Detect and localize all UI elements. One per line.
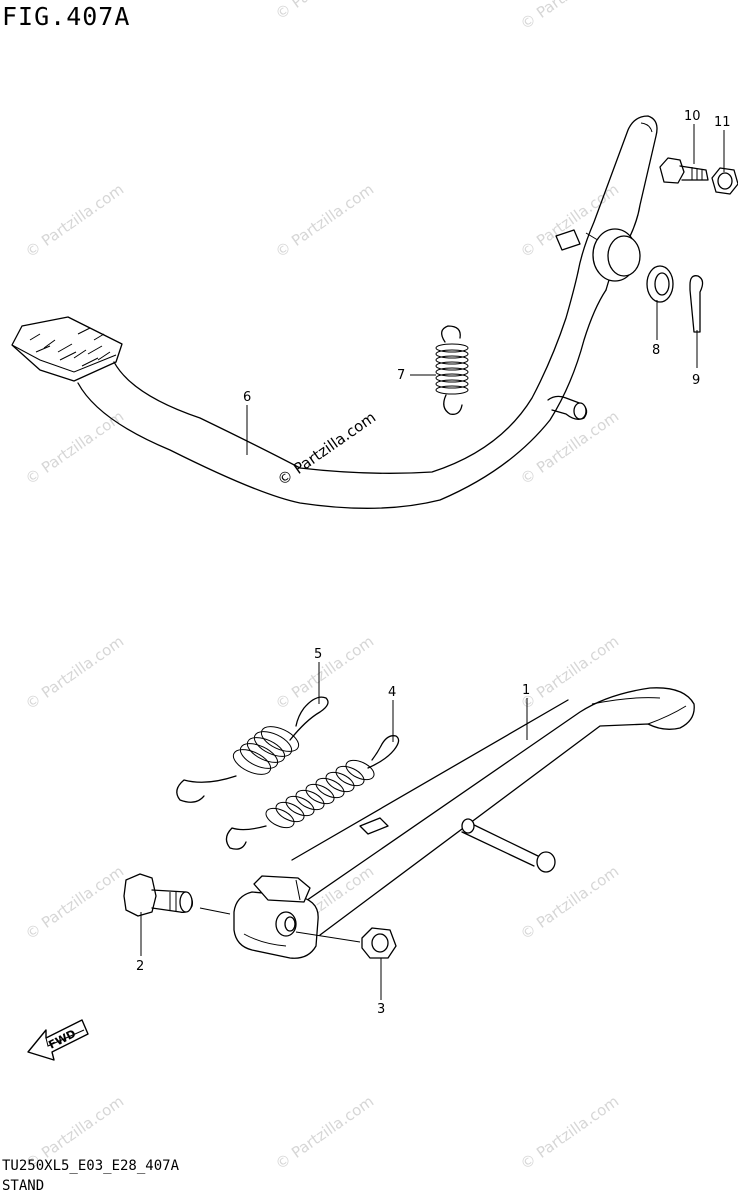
stand-spring-upper-part — [176, 696, 329, 803]
callout-8: 8 — [652, 343, 660, 358]
nut-part — [711, 167, 738, 195]
callout-11: 11 — [714, 115, 731, 130]
fwd-direction-arrow: FWD — [27, 1019, 89, 1061]
callout-9: 9 — [692, 373, 700, 388]
callout-5: 5 — [314, 647, 322, 662]
watermark: © Partzilla.com — [517, 862, 622, 943]
diagram-code: TU250XL5_E03_E28_407A — [2, 1158, 180, 1174]
figure-title: FIG.407A — [2, 2, 131, 31]
assembly-line — [199, 907, 361, 943]
section-label: STAND — [2, 1178, 45, 1194]
callout-2: 2 — [136, 959, 144, 974]
watermark: © Partzilla.com — [517, 0, 622, 33]
watermark: © Partzilla.com — [272, 180, 377, 261]
pedal-spring-part — [435, 325, 469, 415]
callout-7: 7 — [397, 368, 405, 383]
callout-1: 1 — [522, 683, 530, 698]
watermark-layer: © Partzilla.com © Partzilla.com © Partzi… — [22, 0, 622, 1173]
brake-pedal-part — [11, 115, 658, 509]
callout-3: 3 — [377, 1002, 385, 1017]
watermark: © Partzilla.com — [517, 1092, 622, 1173]
stand-nut-part — [361, 927, 397, 959]
cotter-pin-part — [689, 275, 704, 333]
watermark: © Partzilla.com — [517, 407, 622, 488]
watermark: © Partzilla.com — [22, 862, 127, 943]
bolt-part — [659, 157, 709, 184]
watermark: © Partzilla.com — [272, 1092, 377, 1173]
stand-spring-lower-part — [225, 735, 400, 850]
stand-bolt-part — [123, 873, 194, 917]
side-stand-part — [233, 687, 695, 959]
center-watermark: © Partzilla.com — [274, 408, 379, 489]
callout-leaders — [140, 124, 725, 1000]
watermark: © Partzilla.com — [22, 632, 127, 713]
watermark: © Partzilla.com — [272, 632, 377, 713]
watermark: © Partzilla.com — [22, 180, 127, 261]
callout-6: 6 — [243, 390, 251, 405]
callout-labels: 1 2 3 4 5 6 7 8 9 10 11 — [136, 109, 731, 1017]
callout-4: 4 — [388, 685, 396, 700]
watermark: © Partzilla.com — [272, 0, 377, 23]
washer-part — [646, 265, 674, 303]
callout-10: 10 — [684, 109, 701, 124]
